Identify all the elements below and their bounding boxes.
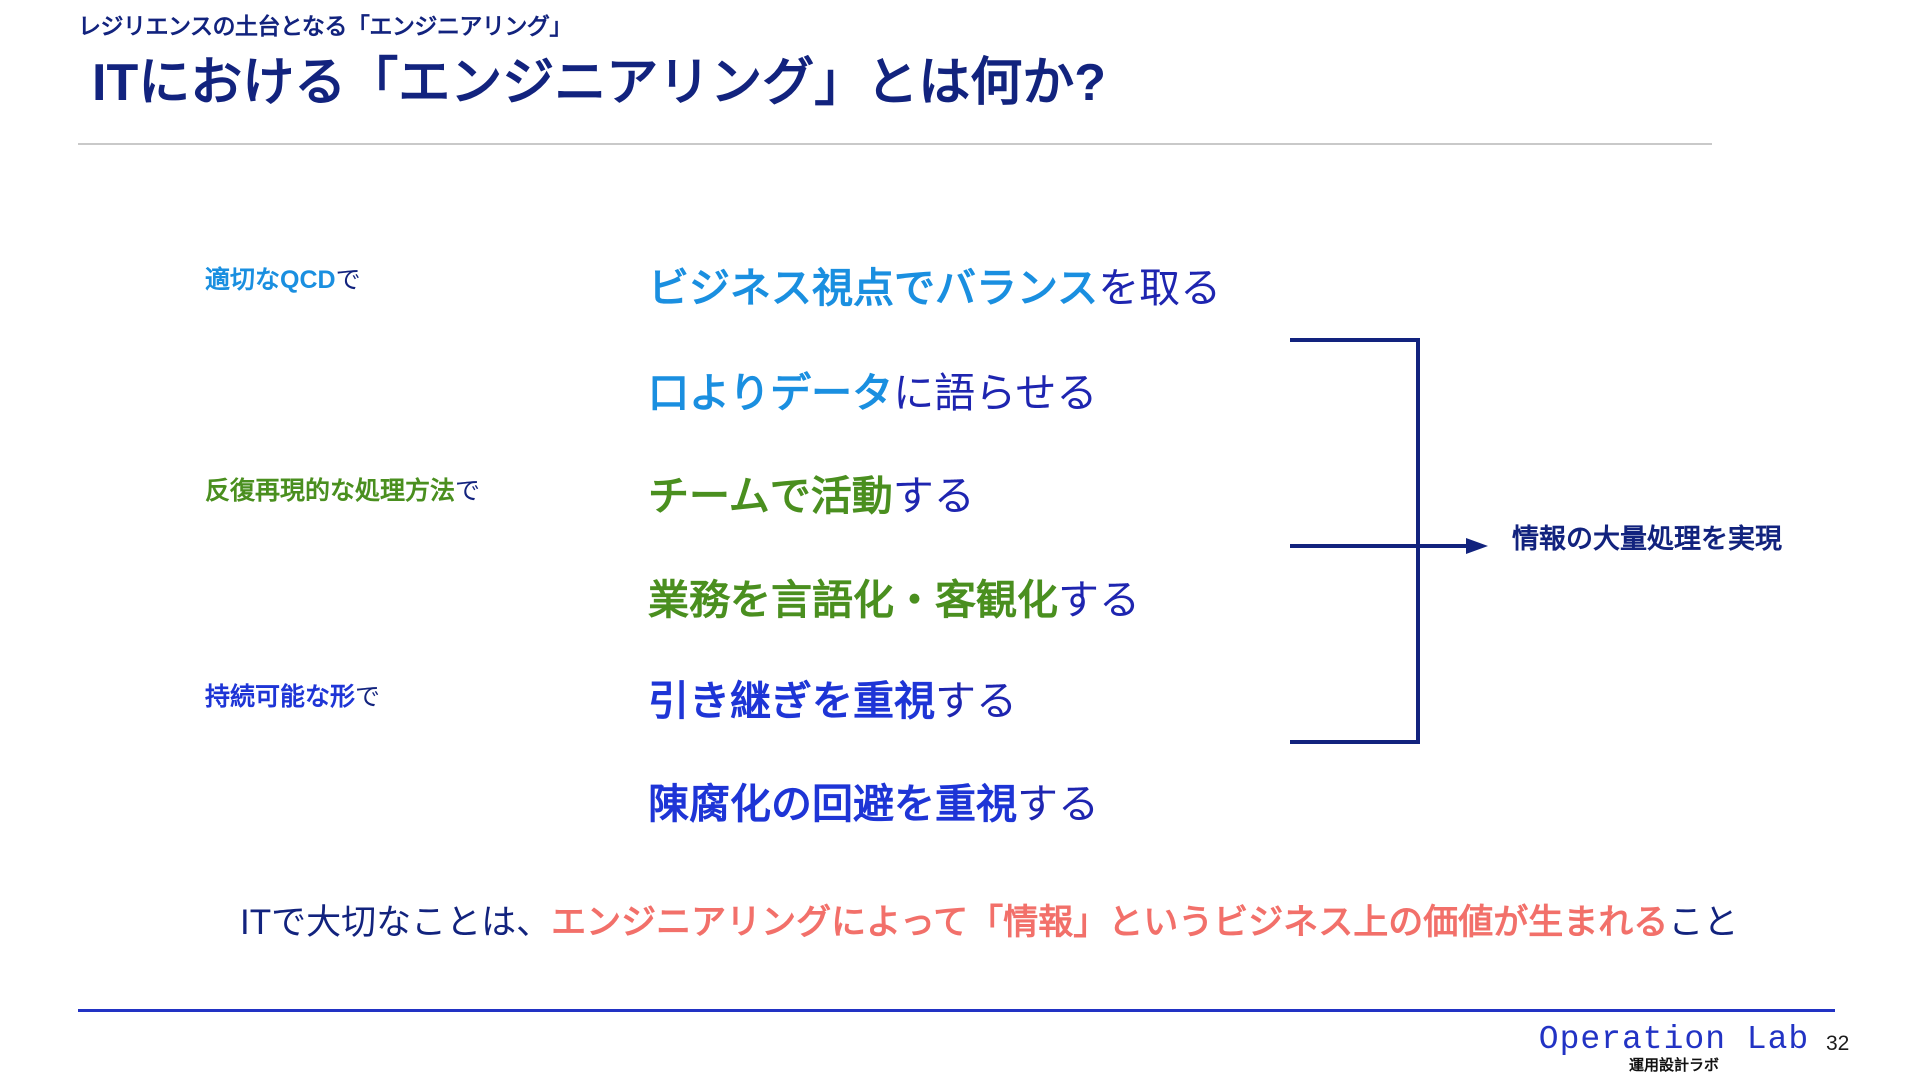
summary-tail: こと bbox=[1668, 903, 1739, 942]
statement-handover: 引き継ぎを重視する bbox=[648, 681, 1017, 722]
summary-accent: エンジニアリングによって「情報」というビジネス上の価値が生まれる bbox=[551, 903, 1669, 942]
statement-balance: ビジネス視点でバランスを取る bbox=[648, 268, 1221, 309]
header-divider bbox=[78, 143, 1712, 145]
statement-handover-strong: 引き継ぎを重視 bbox=[648, 678, 935, 724]
summary-line: ITで大切なことは、エンジニアリングによって「情報」というビジネス上の価値が生ま… bbox=[240, 905, 1738, 940]
statement-balance-tail: を取る bbox=[1098, 265, 1222, 311]
statement-data: 口よりデータに語らせる bbox=[648, 373, 1097, 414]
page-number: 32 bbox=[1826, 1032, 1850, 1055]
qualifier-sustainable: 持続可能な形で bbox=[205, 685, 380, 710]
statement-balance-strong: ビジネス視点でバランス bbox=[648, 265, 1099, 311]
qualifier-qcd-tail: で bbox=[335, 266, 361, 294]
statement-obsolescence-tail: する bbox=[1017, 781, 1099, 827]
summary-lead: ITで大切なことは、 bbox=[240, 903, 552, 942]
statement-team-strong: チームで活動 bbox=[648, 473, 893, 519]
bracket-spine bbox=[1416, 338, 1420, 744]
slide-eyebrow: レジリエンスの土台となる「エンジニアリング」 bbox=[78, 13, 572, 39]
right-arrow-icon bbox=[1290, 538, 1489, 554]
statement-data-strong: 口よりデータ bbox=[648, 370, 894, 416]
arrow-label: 情報の大量処理を実現 bbox=[1512, 524, 1782, 554]
arrow-head bbox=[1466, 538, 1488, 554]
statement-verbalize: 業務を言語化・客観化する bbox=[648, 580, 1140, 621]
qualifier-qcd-strong: 適切なQCD bbox=[205, 266, 336, 294]
brand-tagline: 運用設計ラボ bbox=[1628, 1056, 1719, 1074]
statement-handover-tail: する bbox=[935, 678, 1017, 724]
grouping-bracket bbox=[1290, 338, 1420, 744]
qualifier-repeatable: 反復再現的な処理方法で bbox=[205, 479, 480, 504]
statement-data-tail: に語らせる bbox=[893, 370, 1098, 416]
qualifier-repeatable-tail: で bbox=[455, 477, 481, 505]
bracket-top-stub bbox=[1290, 338, 1420, 342]
page-title: ITにおける「エンジニアリング」とは何か? bbox=[92, 54, 1106, 112]
footer-divider bbox=[78, 1009, 1835, 1012]
brand-name: Operation Lab bbox=[1538, 1021, 1810, 1058]
qualifier-qcd: 適切なQCDで bbox=[205, 268, 361, 293]
statement-obsolescence: 陳腐化の回避を重視する bbox=[648, 784, 1099, 825]
statement-obsolescence-strong: 陳腐化の回避を重視 bbox=[648, 781, 1017, 827]
statement-team-tail: する bbox=[892, 473, 975, 519]
brand-logo: Operation Lab 運用設計ラボ bbox=[1538, 1021, 1810, 1074]
statement-team: チームで活動する bbox=[648, 476, 975, 517]
bracket-bottom-stub bbox=[1290, 740, 1420, 744]
qualifier-sustainable-tail: で bbox=[355, 683, 381, 711]
statement-verbalize-strong: 業務を言語化・客観化 bbox=[648, 577, 1058, 623]
arrow-shaft bbox=[1290, 544, 1472, 548]
statement-verbalize-tail: する bbox=[1058, 577, 1140, 623]
qualifier-sustainable-strong: 持続可能な形 bbox=[205, 683, 356, 711]
qualifier-repeatable-strong: 反復再現的な処理方法 bbox=[205, 477, 456, 505]
